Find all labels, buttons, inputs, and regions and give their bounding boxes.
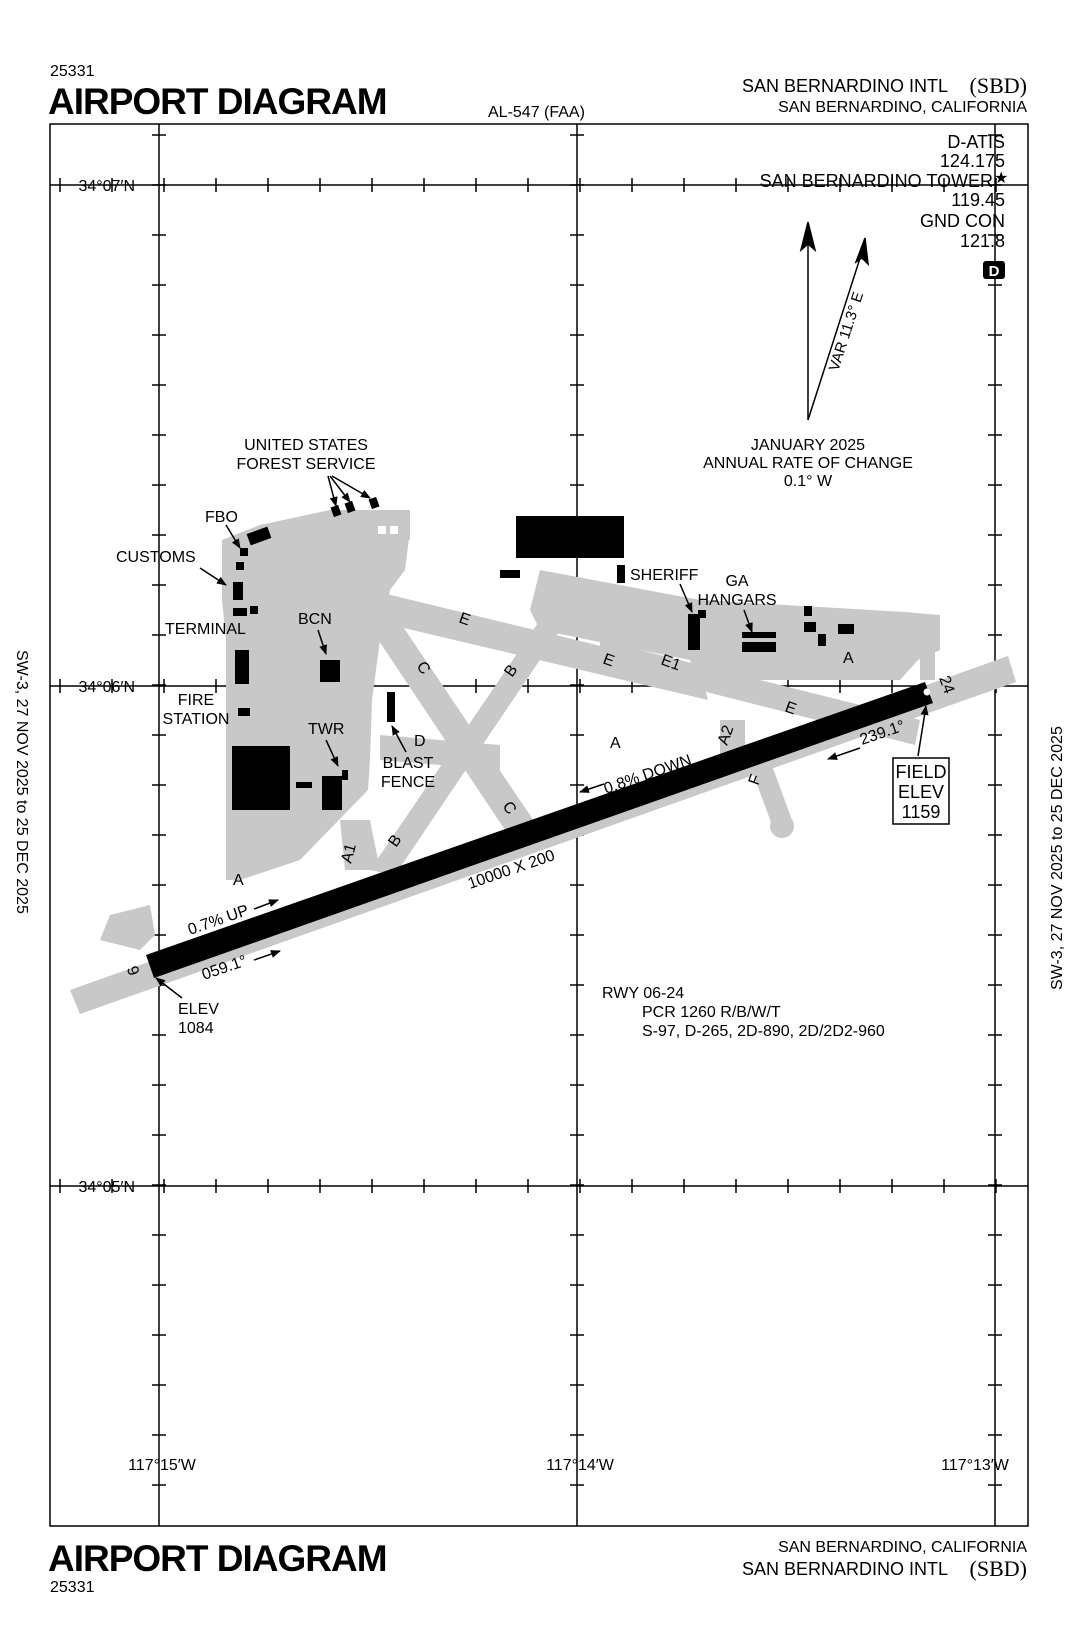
lat-lon-grid	[50, 124, 1028, 1526]
bcn-pointer	[317, 629, 327, 655]
field-elev-pointer	[917, 705, 929, 757]
tower-star-icon: ★	[994, 170, 1008, 187]
taxiway-label-a: A	[843, 650, 854, 667]
usfs-label-1: UNITED STATES	[244, 437, 368, 454]
fbo-label: FBO	[205, 509, 238, 526]
lat-label-mid: 34°06′N	[78, 679, 135, 696]
field-elev-value: 1159	[902, 802, 941, 822]
apron-window	[378, 526, 386, 534]
elev-6-label: ELEV	[178, 1001, 219, 1018]
lon-label-mid: 117°14′W	[546, 1457, 615, 1474]
chart-number-bottom: 25331	[50, 1579, 95, 1596]
ga-hangars-pointer	[743, 609, 753, 633]
chart-title-top: AIRPORT DIAGRAM	[48, 81, 387, 122]
sheriff-label: SHERIFF	[630, 567, 699, 584]
lon-label-left: 117°15′W	[128, 1457, 197, 1474]
apron-window	[390, 526, 398, 534]
mag-date: JANUARY 2025	[751, 437, 865, 454]
effective-dates-left: SW-3, 27 NOV 2025 to 25 DEC 2025	[13, 650, 30, 914]
grade-up-arrow	[253, 899, 279, 910]
lat-label-bot: 34°05′N	[78, 1179, 135, 1196]
customs-pointer	[199, 567, 227, 586]
blast-fence-label-2: FENCE	[381, 774, 435, 791]
svg-text:D: D	[989, 263, 1000, 280]
runway-end-24: 24	[935, 674, 957, 697]
heading-24-arrow	[827, 747, 861, 760]
terminal-label: TERMINAL	[165, 621, 246, 638]
runway-24-point	[923, 688, 931, 696]
chart-title-bottom: AIRPORT DIAGRAM	[48, 1538, 387, 1579]
runway-info-strength: S-97, D-265, 2D-890, 2D/2D2-960	[642, 1023, 885, 1040]
twr-label: TWR	[308, 721, 344, 738]
taxiway-label-e1: E1	[659, 652, 683, 675]
field-elev-box	[892, 757, 950, 825]
grade-down-arrow	[579, 783, 605, 793]
customs-label: CUSTOMS	[116, 549, 196, 566]
runway-info-pcr: PCR 1260 R/B/W/T	[642, 1004, 781, 1021]
usfs-pointers	[327, 475, 371, 507]
taxiway-label-a: A	[610, 735, 621, 752]
city-state-bottom: SAN BERNARDINO, CALIFORNIA	[778, 1539, 1027, 1556]
grid-ticks	[59, 134, 1002, 1486]
field-elev-label-2: ELEV	[898, 782, 944, 802]
al-number: AL-547 (FAA)	[488, 104, 585, 121]
blast-fence-label-1: BLAST	[383, 755, 434, 772]
blast-fence-pointer	[391, 725, 407, 753]
gnd-freq: 121.8	[960, 231, 1005, 251]
d-atis-badge: D	[983, 261, 1005, 280]
mag-rate-label: ANNUAL RATE OF CHANGE	[703, 455, 913, 472]
ga-hangars-label-2: HANGARS	[697, 592, 776, 609]
elev-6-value: 1084	[178, 1020, 214, 1037]
tower-label: SAN BERNARDINO TOWER	[760, 171, 993, 191]
taxiway-label-d: D	[414, 733, 426, 750]
airport-name-top: SAN BERNARDINO INTL	[742, 76, 948, 96]
bcn-label: BCN	[298, 611, 332, 628]
fire-station-label-1: FIRE	[178, 692, 214, 709]
lon-label-right: 117°13′W	[941, 1457, 1010, 1474]
fbo-pointer	[225, 524, 241, 549]
elev-6-pointer	[155, 977, 183, 999]
field-elev-label-1: FIELD	[895, 762, 946, 782]
taxiway-label-a1: A1	[338, 842, 360, 865]
runway-06-24	[146, 682, 933, 978]
mag-rate-value: 0.1° W	[784, 473, 833, 490]
chart-number-top: 25331	[50, 63, 95, 80]
airport-name-bottom: SAN BERNARDINO INTL	[742, 1559, 948, 1579]
lat-label-top: 34°07′N	[78, 178, 135, 195]
city-state-top: SAN BERNARDINO, CALIFORNIA	[778, 99, 1027, 116]
sheriff-pointer	[679, 583, 693, 613]
runway-info-name: RWY 06-24	[602, 985, 684, 1002]
taxiway-label-a2: A2	[715, 723, 738, 747]
buildings	[232, 496, 854, 810]
datis-freq: 124.175	[940, 151, 1005, 171]
datis-label: D-ATIS	[947, 132, 1005, 152]
twr-pointer	[325, 739, 339, 767]
mag-variation: VAR 11.3° E	[826, 290, 868, 373]
diagram-frame	[49, 123, 1029, 1527]
ga-hangars-label-1: GA	[725, 573, 748, 590]
heading-6-arrow	[253, 950, 281, 961]
north-arrows	[799, 221, 869, 421]
airport-id-bottom: (SBD)	[970, 1556, 1027, 1581]
taxiway-label-a: A	[233, 872, 244, 889]
airport-id-top: (SBD)	[970, 73, 1027, 98]
usfs-label-2: FOREST SERVICE	[237, 456, 376, 473]
effective-dates-right: SW-3, 27 NOV 2025 to 25 DEC 2025	[1049, 726, 1066, 990]
gnd-label: GND CON	[920, 211, 1005, 231]
fire-station-label-2: STATION	[163, 711, 230, 728]
tower-freq: 119.45	[951, 190, 1005, 210]
